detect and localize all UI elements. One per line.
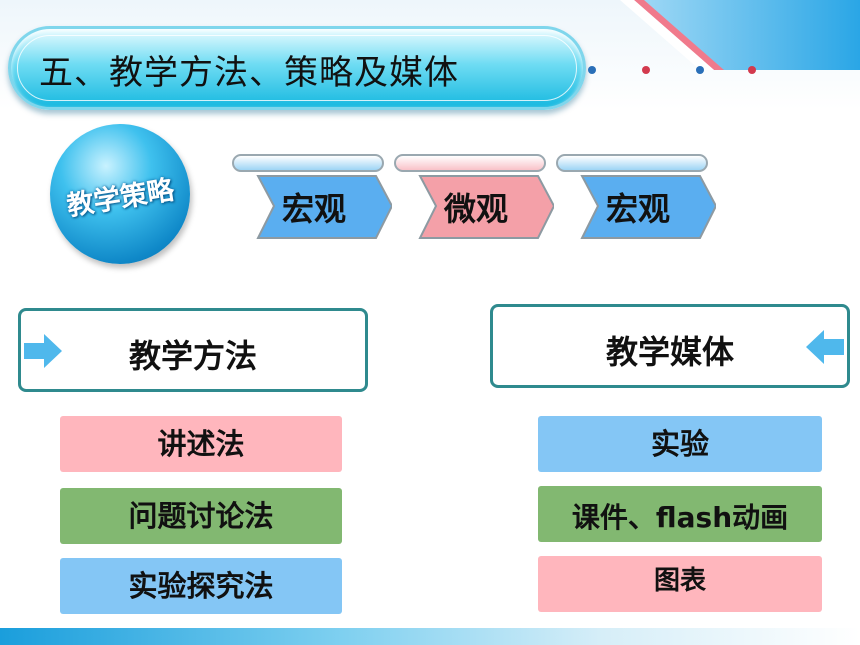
methods-heading: 教学方法: [128, 337, 257, 375]
tag-bar: [394, 154, 546, 172]
footer-strip: [0, 628, 860, 645]
method-item-inquiry: 实验探究法: [60, 558, 342, 614]
page-title: 五、教学方法、策略及媒体: [39, 53, 459, 93]
media-heading-box: 教学媒体: [490, 304, 850, 388]
tag-micro: 微观: [394, 154, 554, 240]
tag-label: 宏观: [282, 190, 347, 228]
dot-red: [748, 66, 756, 74]
dot-blue: [696, 66, 704, 74]
tag-bar: [232, 154, 384, 172]
tag-bar: [556, 154, 708, 172]
tag-shape: [418, 175, 554, 239]
corner-decoration: [610, 0, 860, 70]
title-bar: 五、教学方法、策略及媒体: [8, 26, 586, 110]
dot-red: [642, 66, 650, 74]
methods-heading-box: 教学方法: [18, 308, 368, 392]
tag-label: 微观: [444, 190, 509, 228]
left-arrow-icon: [806, 330, 844, 364]
media-item-courseware: 课件、flash动画: [538, 486, 822, 542]
method-item-discussion: 问题讨论法: [60, 488, 342, 544]
dot-blue: [588, 66, 596, 74]
media-item-experiment: 实验: [538, 416, 822, 472]
media-heading: 教学媒体: [605, 333, 734, 371]
title-bar-inner: [17, 35, 577, 101]
method-item-lecture: 讲述法: [60, 416, 342, 472]
tag-shape: [580, 175, 716, 239]
right-arrow-icon: [24, 334, 62, 368]
tag-macro-1: 宏观: [232, 154, 392, 240]
media-item-chart: 图表: [538, 556, 822, 612]
tag-shape: [256, 175, 392, 239]
tag-label: 宏观: [606, 190, 671, 228]
strategy-circle: [50, 124, 190, 264]
tag-macro-2: 宏观: [556, 154, 716, 240]
